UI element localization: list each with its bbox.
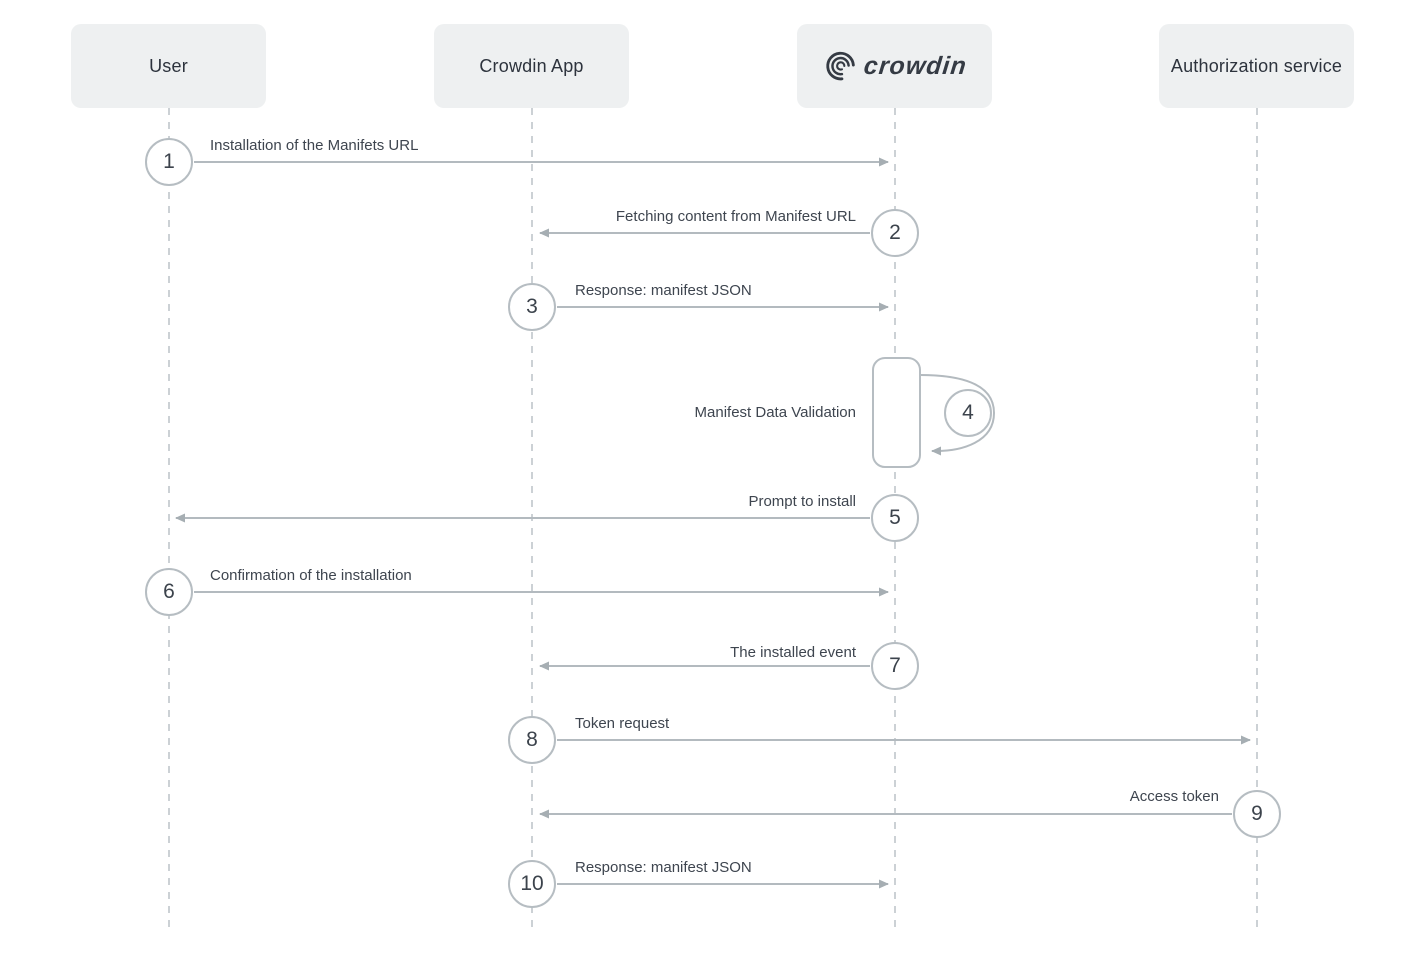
step-number: 3 bbox=[526, 295, 538, 318]
actor-label: User bbox=[149, 56, 188, 76]
crowdin-logo-text: crowdin bbox=[862, 52, 969, 80]
step-circle-8: 8 bbox=[508, 716, 556, 764]
crowdin-swirl-icon bbox=[826, 51, 855, 81]
step-circle-3: 3 bbox=[508, 283, 556, 331]
lifelines bbox=[168, 108, 1258, 932]
actor-box-crowdin: crowdin bbox=[797, 24, 992, 108]
message-label-step-6: Confirmation of the installation bbox=[210, 567, 412, 584]
step-circle-6: 6 bbox=[145, 568, 193, 616]
self-loop-step-4 bbox=[919, 374, 996, 456]
message-label-step-1: Installation of the Manifets URL bbox=[210, 137, 419, 154]
activation-box bbox=[872, 357, 921, 468]
step-circle-4: 4 bbox=[944, 389, 992, 437]
step-number: 5 bbox=[889, 506, 901, 529]
message-label-step-5: Prompt to install bbox=[748, 493, 856, 510]
step-number: 8 bbox=[526, 728, 538, 751]
message-label-step-8: Token request bbox=[575, 715, 670, 732]
step-number: 10 bbox=[520, 872, 544, 895]
step-number: 4 bbox=[962, 401, 974, 424]
step-circle-5: 5 bbox=[871, 494, 919, 542]
actor-label: Crowdin App bbox=[479, 56, 584, 76]
actor-box-crowdin-app: Crowdin App bbox=[434, 24, 629, 108]
message-label-step-9: Access token bbox=[1129, 788, 1219, 805]
message-arrows bbox=[175, 157, 1251, 889]
step-number: 7 bbox=[889, 654, 901, 677]
message-label-step-4: Manifest Data Validation bbox=[694, 404, 856, 421]
message-label-step-2: Fetching content from Manifest URL bbox=[615, 208, 856, 225]
step-circle-10: 10 bbox=[508, 860, 556, 908]
step-number: 1 bbox=[163, 150, 175, 173]
step-number: 9 bbox=[1251, 802, 1263, 825]
step-circle-2: 2 bbox=[871, 209, 919, 257]
step-circle-1: 1 bbox=[145, 138, 193, 186]
actor-label: Authorization service bbox=[1170, 56, 1343, 76]
message-label-step-7: The installed event bbox=[730, 644, 856, 661]
step-number: 2 bbox=[889, 221, 901, 244]
step-circle-9: 9 bbox=[1233, 790, 1281, 838]
message-label-step-3: Response: manifest JSON bbox=[575, 282, 752, 299]
step-number: 6 bbox=[163, 580, 175, 603]
actor-box-authorization-service: Authorization service bbox=[1159, 24, 1354, 108]
message-label-step-10: Response: manifest JSON bbox=[575, 859, 752, 876]
step-circle-7: 7 bbox=[871, 642, 919, 690]
crowdin-logo: crowdin bbox=[822, 47, 969, 85]
actor-box-user: User bbox=[71, 24, 266, 108]
